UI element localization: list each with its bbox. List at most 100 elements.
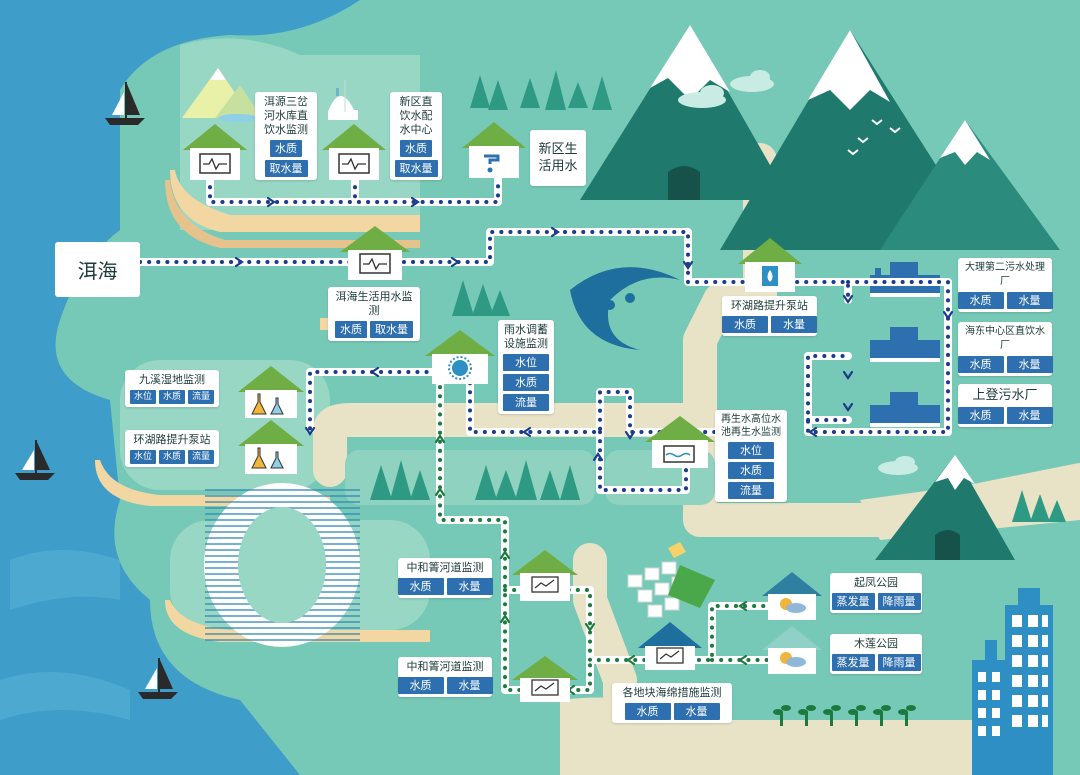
metric-tag[interactable]: 水质 [400,140,432,157]
metric-tag[interactable]: 水量 [446,578,493,595]
card-xinqu-direct[interactable]: 新区直 饮水配 水中心 水质 取水量 [390,92,442,180]
card-zhonghe-1[interactable]: 中和箐河道监测 水质 水量 [397,558,493,598]
metric-tag[interactable]: 水质 [624,703,671,720]
metric-tag[interactable]: 水位 [728,442,774,459]
card-mulian-park[interactable]: 木莲公园 蒸发量 降雨量 [830,634,922,674]
flask-house-icon [238,420,304,474]
card-title-line: 设施监测 [504,337,548,350]
tap-house-icon [462,122,526,178]
metric-tag[interactable]: 水位 [129,390,156,404]
card-title-line: 雨水调蓄 [504,323,548,336]
water-drop-house-icon [738,238,802,292]
metric-tag[interactable]: 水量 [771,316,817,333]
card-title-line: 饮水配 [399,109,433,122]
card-title: 上登污水厂 [972,388,1038,403]
metric-tag[interactable]: 水质 [158,390,185,404]
card-huanhu-pump-2[interactable]: 环湖路提升泵站 水位 水质 流量 [125,430,219,467]
metric-tag[interactable]: 水质 [957,407,1004,424]
card-xinqu-domestic[interactable]: 新区生 活用水 [530,130,586,186]
metric-tag[interactable]: 水量 [1006,407,1053,424]
metric-tag[interactable]: 水质 [397,578,444,595]
card-title-line: 河水库直 [264,109,308,122]
monitor-house-icon [340,226,410,280]
metric-tag[interactable]: 蒸发量 [831,593,875,610]
card-title-line: 洱源三岔 [264,95,308,108]
card-title: 各地块海绵措施监测 [622,686,722,699]
card-title: 木莲公园 [854,637,898,650]
screen-station-icon [638,622,702,670]
metric-tag[interactable]: 取水量 [370,321,413,338]
card-title: 大理第二污水处理厂 [965,262,1045,287]
metric-tag[interactable]: 水质 [503,374,549,391]
metric-tag[interactable]: 水质 [335,321,367,338]
card-title: 起凤公园 [854,576,898,589]
metric-tag[interactable]: 流量 [188,390,215,404]
weather-station-icon [762,572,822,620]
metric-tag[interactable]: 降雨量 [877,593,921,610]
card-title: 中和箐河道监测 [406,660,484,673]
metric-tag[interactable]: 水质 [158,450,185,464]
card-qifeng-park[interactable]: 起凤公园 蒸发量 降雨量 [830,573,922,613]
card-title-line: 再生水高位水 [721,414,781,425]
metric-tag[interactable]: 水位 [129,450,156,464]
metric-tag[interactable]: 水量 [673,703,720,720]
metric-tag[interactable]: 取水量 [394,160,438,177]
metric-tag[interactable]: 水位 [503,354,549,371]
card-title: 环湖路提升泵站 [133,433,211,446]
flask-house-icon [238,366,304,418]
monitor-house-icon [322,124,386,180]
card-title: 中和箐河道监测 [406,561,484,574]
blue-flow-route [138,176,950,492]
card-title-line: 活用水 [538,159,578,174]
card-title: 海东中心区直饮水厂 [965,326,1045,351]
metric-tag[interactable]: 水质 [957,292,1004,309]
metric-tag[interactable]: 降雨量 [877,654,921,671]
ring-building-icon [204,483,360,647]
metric-tag[interactable]: 蒸发量 [831,654,875,671]
factory-icon [870,392,940,427]
metric-tag[interactable]: 取水量 [264,160,308,177]
metric-tag[interactable]: 水质 [397,677,444,694]
mountain-range [580,25,1060,560]
tank-house-icon [645,416,715,468]
screen-station-icon [512,550,578,601]
skyscraper-icon [972,588,1053,775]
card-title-line: 水中心 [399,123,433,136]
card-huanhu-pump-1[interactable]: 环湖路提升泵站 水质 水量 [722,296,817,336]
card-rain-storage[interactable]: 雨水调蓄 设施监测 水位 水质 流量 [498,320,554,414]
card-shangdeng-sewage[interactable]: 上登污水厂 水质 水量 [957,384,1053,427]
weather-station-icon [762,626,822,674]
metric-tag[interactable]: 水质 [270,140,302,157]
virus-house-icon [425,330,495,384]
card-erhai-domestic[interactable]: 洱海生活用水监测 水质 取水量 [328,287,420,341]
card-zhonghe-2[interactable]: 中和箐河道监测 水质 水量 [397,657,493,697]
metric-tag[interactable]: 水量 [1006,356,1053,373]
card-title: 洱海生活用水监测 [335,290,413,317]
metric-tag[interactable]: 水质 [728,462,774,479]
metric-tag[interactable]: 水质 [957,356,1004,373]
card-title-line: 新区生 [538,142,578,157]
card-title-line: 饮水监测 [264,123,308,136]
metric-tag[interactable]: 流量 [503,394,549,411]
card-sponge-measures[interactable]: 各地块海绵措施监测 水质 水量 [612,683,732,723]
metric-tag[interactable]: 流量 [188,450,215,464]
monitor-house-icon [183,124,247,180]
screen-station-icon [512,656,578,702]
card-reclaimed-water[interactable]: 再生水高位水 池再生水监测 水位 水质 流量 [715,410,787,502]
card-dali-sewage-2[interactable]: 大理第二污水处理厂 水质 水量 [957,258,1053,312]
card-haidong-direct[interactable]: 海东中心区直饮水厂 水质 水量 [957,322,1053,376]
card-jiuxi-wetland[interactable]: 九溪湿地监测 水位 水质 流量 [125,370,219,407]
card-title-line: 新区直 [399,95,433,108]
card-erhai-source[interactable]: 洱源三岔 河水库直 饮水监测 水质 取水量 [255,92,317,180]
metric-tag[interactable]: 流量 [728,482,774,499]
sailboat-icon [138,658,178,699]
metric-tag[interactable]: 水质 [722,316,768,333]
card-title: 九溪湿地监测 [139,373,205,386]
factory-icon [870,327,940,362]
metric-tag[interactable]: 水量 [1006,292,1053,309]
source-node-erhai[interactable]: 洱海 [55,242,140,297]
metric-tag[interactable]: 水量 [446,677,493,694]
card-title: 环湖路提升泵站 [731,299,808,312]
